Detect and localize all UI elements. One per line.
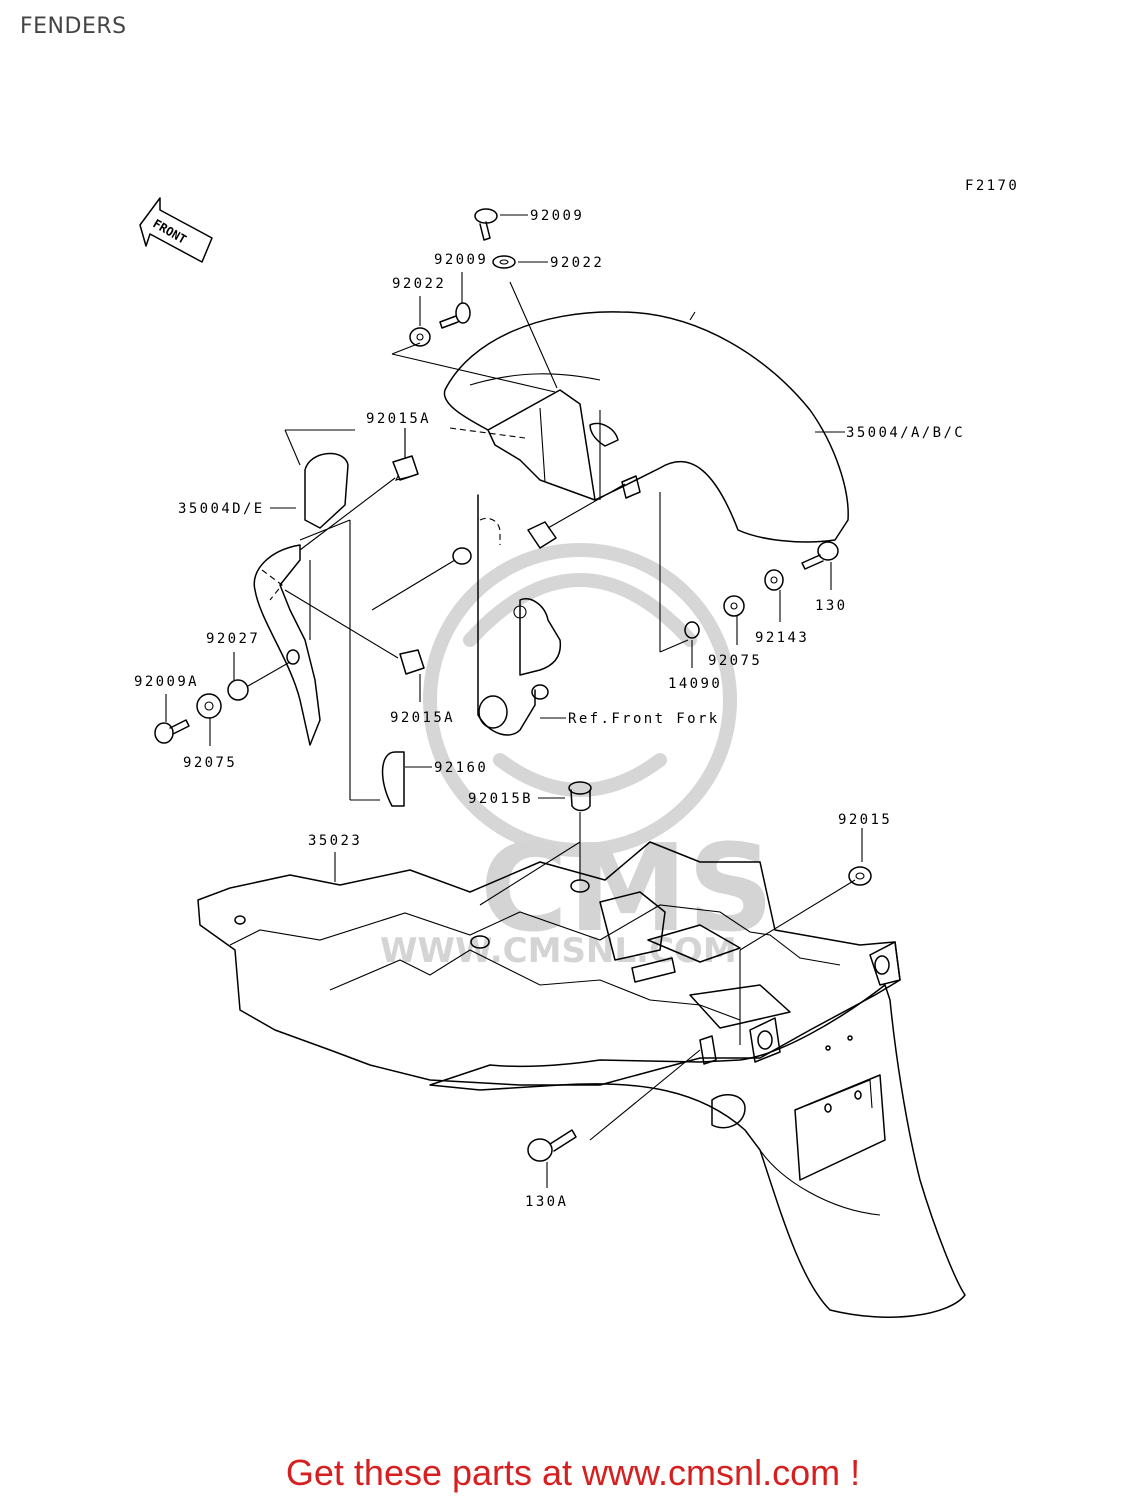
label-35023: 35023 <box>308 833 362 849</box>
collar-92143 <box>764 569 784 622</box>
label-130A: 130A <box>525 1194 568 1210</box>
label-92015B: 92015B <box>468 791 533 807</box>
label-92015: 92015 <box>838 812 892 828</box>
nut-92015 <box>848 828 872 886</box>
label-35004DE: 35004D/E <box>178 501 265 517</box>
label-92015A-bottom: 92015A <box>390 710 455 726</box>
washer-92075-left <box>196 693 222 746</box>
washer-92075-right <box>723 595 745 645</box>
clip-92015A-top <box>392 428 419 481</box>
washer-92022-left <box>409 296 431 347</box>
washer-92022-top <box>492 255 548 269</box>
screw-92009A <box>154 694 190 744</box>
label-35004ABC: 35004/A/B/C <box>846 425 965 441</box>
label-92143: 92143 <box>755 630 809 646</box>
screw-92009-top <box>474 208 528 241</box>
washer-14090 <box>684 621 700 668</box>
watermark-logo-text: CMS <box>480 820 774 959</box>
label-92022-top: 92022 <box>550 255 604 271</box>
label-92075-right: 92075 <box>708 653 762 669</box>
figure-code: F2170 <box>965 178 1019 194</box>
label-92009-mid: 92009 <box>434 252 488 268</box>
assembly-lines <box>270 281 856 1141</box>
clip-92015A-bottom <box>399 649 425 702</box>
collar-92027 <box>227 649 300 701</box>
front-fork-reference <box>452 475 641 736</box>
front-direction-arrow: FRONT <box>139 197 213 263</box>
rear-fender-35023 <box>197 841 901 1086</box>
watermark-url-text: WWW.CMSNL.COM <box>380 931 737 971</box>
watermark-logo: CMS WWW.CMSNL.COM <box>380 543 774 971</box>
front-fender-35004 <box>443 311 849 543</box>
bolt-130A <box>527 1129 577 1188</box>
rear-mudguard <box>429 984 966 1318</box>
label-92075-left: 92075 <box>183 755 237 771</box>
cta-link[interactable]: Get these parts at www.cmsnl.com ! <box>285 1452 861 1493</box>
label-14090: 14090 <box>668 676 722 692</box>
front-arrow-label: FRONT <box>151 216 189 246</box>
label-130: 130 <box>815 598 848 614</box>
label-92027: 92027 <box>206 631 260 647</box>
screw-92009-mid <box>439 272 471 329</box>
label-92009A: 92009A <box>134 674 199 690</box>
label-ref-front-fork: Ref.Front Fork <box>568 711 720 727</box>
label-92015A-top: 92015A <box>366 411 431 427</box>
bolt-130 <box>801 541 839 590</box>
label-92022-left: 92022 <box>392 276 446 292</box>
grommet-92015B <box>538 781 592 812</box>
page-title: FENDERS <box>20 14 127 39</box>
label-92160: 92160 <box>434 760 488 776</box>
inner-fender-35004DE <box>253 452 349 746</box>
pad-92160 <box>381 751 432 807</box>
label-92009-top: 92009 <box>530 208 584 224</box>
